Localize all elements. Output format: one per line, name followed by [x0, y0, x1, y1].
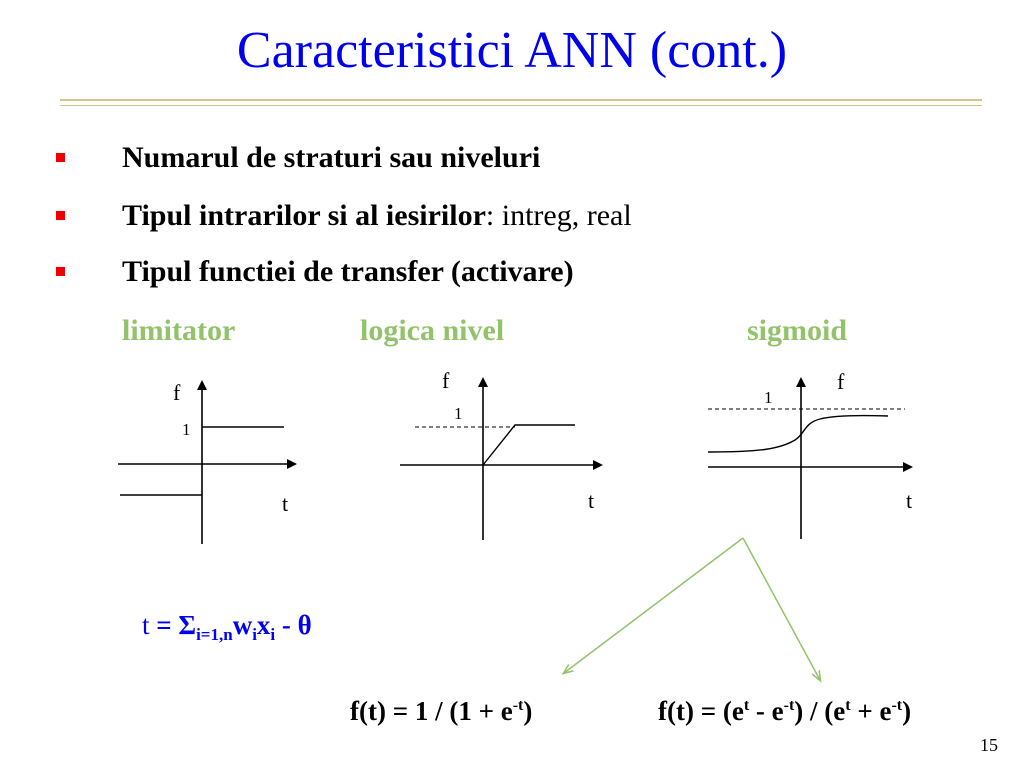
bullet-bold-text: Tipul intrarilor si al iesirilor: [122, 199, 486, 232]
x-subscript: i: [270, 625, 276, 644]
formula-part: ): [523, 696, 533, 726]
bullet-marker: [56, 211, 65, 220]
formula-exponent: -t: [783, 697, 795, 714]
formula-part: ): [902, 696, 912, 726]
t-axis-label: t: [588, 488, 594, 513]
bullet-bold-text: Tipul functiei de transfer (activare): [122, 255, 574, 288]
one-label: 1: [764, 388, 773, 407]
formula-exponent: t: [845, 697, 851, 714]
formula-part: f(t) = (e: [658, 696, 744, 726]
one-label: 1: [454, 404, 463, 423]
formula-tanh: f(t) = (et - e-t) / (et + e-t): [658, 698, 911, 725]
graph-logica-nivel: f 1 t: [400, 368, 603, 540]
sigmoid-curve: [707, 414, 889, 453]
t-axis-label: t: [906, 488, 912, 513]
graph-sigmoid: f 1 t: [707, 369, 913, 539]
bullet-item: Numarul de straturi sau niveluri: [122, 143, 540, 173]
bullet-bold-text: Numarul de straturi sau niveluri: [122, 141, 541, 174]
label-sigmoid: sigmoid: [747, 314, 848, 347]
label-limitator: limitator: [122, 314, 236, 347]
title-divider: [60, 99, 982, 106]
page-number: 15: [980, 735, 998, 755]
theta-symbol: θ: [297, 610, 312, 640]
net-input-formula: t = Σi=1,nwixi - θ: [142, 610, 312, 644]
bullet-normal-text: : intreg, real: [485, 199, 632, 232]
sigma-symbol: Σ: [178, 610, 197, 640]
arrow-to-tanh: [742, 537, 820, 680]
bullet-item: Tipul functiei de transfer (activare): [122, 257, 574, 287]
formula-part: + e: [850, 696, 892, 726]
t-axis-label: t: [282, 491, 288, 516]
bullet-marker: [56, 267, 65, 276]
sigma-subscript: i=1,n: [196, 625, 233, 644]
t-symbol: t: [142, 610, 150, 640]
f-axis-label: f: [442, 368, 450, 393]
formula-exponent: t: [743, 697, 750, 714]
label-logica-nivel: logica nivel: [360, 314, 505, 347]
formula-part: - e: [749, 696, 784, 726]
formula-logistic: f(t) = 1 / (1 + e-t): [350, 698, 532, 725]
bullet-item: Tipul intrarilor si al iesirilor: intreg…: [122, 201, 632, 231]
minus-sign: -: [275, 610, 298, 640]
formula-exponent: -t: [512, 697, 524, 714]
bullet-marker: [56, 153, 65, 162]
ramp-curve: [482, 424, 575, 466]
formula-part: ) / (e: [794, 696, 846, 726]
arrow-to-logistic: [564, 537, 744, 673]
w-symbol: w: [232, 610, 253, 640]
one-label: 1: [182, 420, 191, 439]
graph-limitator: f 1 t: [118, 380, 297, 544]
f-axis-label: f: [173, 380, 181, 405]
x-symbol: x: [256, 610, 271, 640]
equals-sign: =: [149, 610, 179, 640]
formula-exponent: -t: [891, 697, 903, 714]
formula-part: f(t) = 1 / (1 + e: [350, 696, 513, 726]
f-axis-label: f: [837, 369, 845, 394]
slide-title: Caracteristici ANN (cont.): [236, 22, 788, 79]
w-subscript: i: [252, 625, 257, 644]
